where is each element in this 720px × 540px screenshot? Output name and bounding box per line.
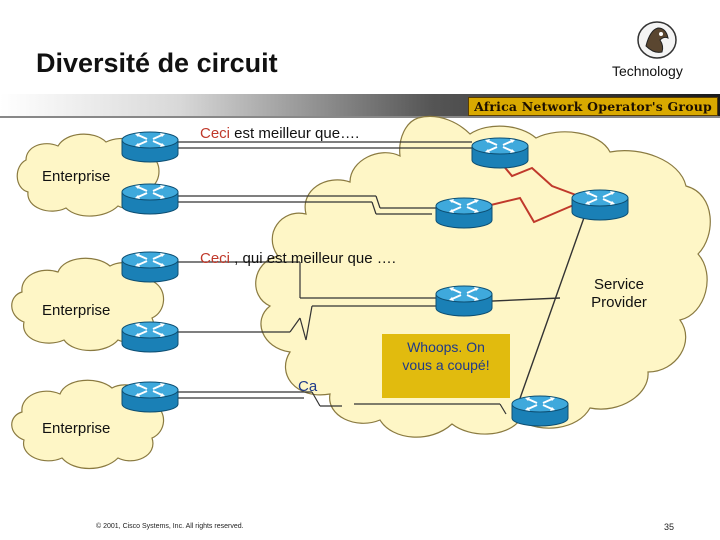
router-icon — [435, 285, 493, 317]
router-icon — [471, 137, 529, 169]
callout-line-2: vous a coupé! — [402, 357, 490, 373]
links-scenario-1 — [178, 141, 472, 215]
router-icon — [121, 131, 179, 163]
router-icon — [121, 251, 179, 283]
enterprise-label-3: Enterprise — [42, 420, 111, 437]
copyright-footer: © 2001, Cisco Systems, Inc. All rights r… — [96, 523, 244, 530]
links-scenario-2 — [178, 261, 436, 341]
router-icon — [121, 381, 179, 413]
service-provider-label: Service Provider — [564, 276, 674, 312]
header-stripe — [0, 116, 720, 118]
page-number: 35 — [664, 522, 675, 532]
page-title: Diversité de circuit — [36, 48, 278, 78]
router-icon — [121, 183, 179, 215]
router-icon — [511, 395, 569, 427]
service-provider-line-1: Service — [593, 276, 645, 293]
caption-2: Ceci , qui est meilleur que …. — [200, 250, 396, 267]
router-icon — [121, 321, 179, 353]
service-provider-line-2: Provider — [591, 294, 647, 311]
caption-1-highlight: Ceci — [200, 125, 231, 142]
afnog-banner: Africa Network Operator's Group — [468, 97, 718, 116]
caption-2-highlight: Ceci — [200, 250, 231, 267]
caption-1: Ceci est meilleur que…. — [200, 125, 359, 142]
cut-label: Ca — [298, 378, 318, 395]
caption-1-text: est meilleur que…. — [230, 125, 360, 142]
technology-label: Technology — [612, 63, 683, 79]
router-icon — [571, 189, 629, 221]
callout-line-1: Whoops. On — [407, 339, 485, 355]
callout-box: Whoops. On vous a coupé! — [382, 334, 510, 398]
caption-2-text: , qui est meilleur que …. — [230, 250, 396, 267]
enterprise-label-1: Enterprise — [42, 168, 111, 185]
router-icon — [435, 197, 493, 229]
links-scenario-3 — [178, 391, 507, 415]
enterprise-label-2: Enterprise — [42, 302, 111, 319]
logo-icon — [637, 21, 677, 59]
